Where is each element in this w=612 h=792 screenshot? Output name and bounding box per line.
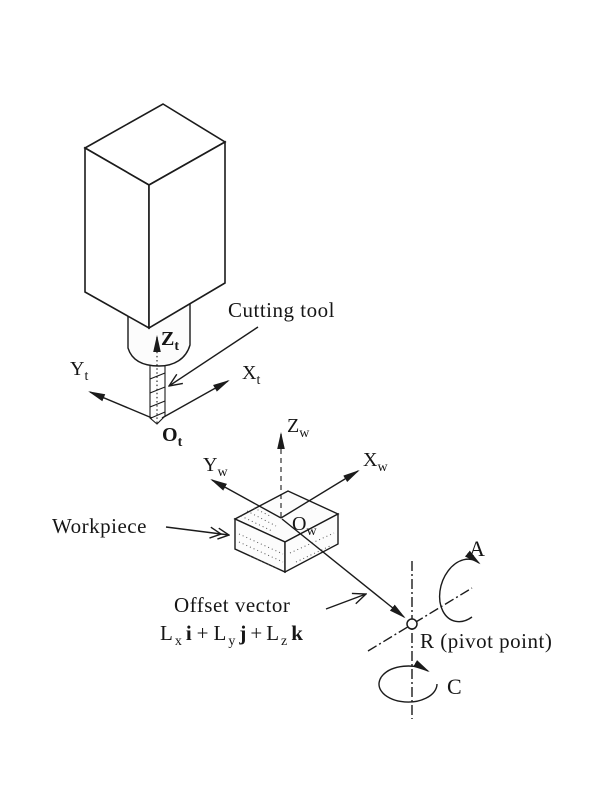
tool-z-axis-label: Zt [161, 328, 179, 354]
tool-y-axis-label: Yt [70, 358, 88, 384]
tool-shaft-hatching [149, 372, 166, 419]
pivot-point-label: R (pivot point) [420, 629, 552, 653]
rotation-c-label: C [447, 674, 462, 699]
a-rotation-arc [438, 550, 481, 623]
a-rotation-axis-centerline [367, 587, 473, 652]
tool-y-axis-arrow [88, 391, 153, 419]
pivot-point-marker [406, 618, 418, 630]
workpiece-x-axis-arrow [280, 469, 360, 519]
workpiece-z-axis-label: Zw [287, 415, 310, 441]
cutting-tool-leader-line [169, 326, 259, 386]
tool-x-axis-label: Xt [242, 362, 260, 388]
workpiece-x-axis-label: Xw [363, 449, 388, 475]
rotation-a-label: A [469, 536, 485, 561]
cutting-tool-label: Cutting tool [228, 298, 335, 322]
tool-origin-label: Ot [162, 424, 183, 450]
workpiece-y-axis-label: Yw [203, 454, 228, 480]
workpiece-leader-line [165, 526, 229, 535]
workpiece-block [233, 490, 340, 574]
c-rotation-arc [378, 660, 438, 703]
spindle-box [83, 103, 227, 330]
tool-x-axis-arrow [161, 380, 230, 419]
offset-vector-label: Offset vector [174, 593, 290, 617]
spindle-box-right-face [148, 140, 226, 330]
workpiece-origin-label: Ow [292, 513, 317, 539]
workpiece-y-axis-arrow [210, 479, 282, 519]
offset-vector-line [281, 518, 406, 619]
offset-vector-leader-line [325, 594, 366, 610]
workpiece-label: Workpiece [52, 514, 147, 538]
